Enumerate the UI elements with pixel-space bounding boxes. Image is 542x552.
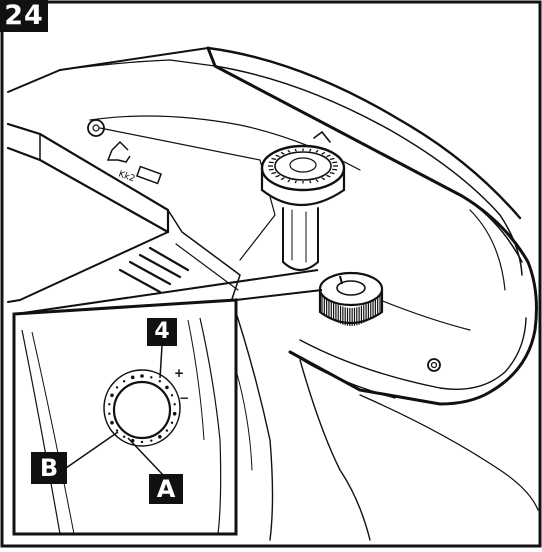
dial-tick [321, 151, 326, 155]
figure-number: 24 [0, 0, 48, 32]
recycle-icon [106, 140, 163, 185]
knob-knurling [321, 294, 381, 326]
dial-dot [150, 376, 153, 379]
dial-dot [122, 435, 126, 438]
dial-dot [140, 440, 144, 444]
dial-tick [294, 180, 297, 184]
plus-mark: + [174, 366, 184, 380]
dial-dot [172, 411, 177, 416]
dial-markings [108, 374, 177, 444]
leader-4 [159, 345, 163, 379]
dial-tick [275, 154, 280, 158]
leader-b [65, 431, 119, 469]
dial-tick [315, 149, 319, 153]
dial-tick [329, 157, 335, 161]
dial-dot [140, 374, 144, 378]
dial-dot [115, 429, 119, 432]
dial-dot [130, 375, 135, 380]
dial-tick [287, 149, 291, 153]
dial-tick [332, 161, 338, 164]
dial-dot [158, 434, 162, 439]
callout-leader [15, 269, 343, 315]
dial-dot [110, 420, 114, 425]
dial-tick [287, 179, 291, 183]
dial-dot [173, 403, 176, 406]
dial-dot [108, 412, 111, 415]
dial-tick [271, 171, 277, 175]
dial-tick [326, 174, 331, 178]
upper-dial [260, 130, 346, 271]
callout-a: A [149, 474, 183, 504]
dial-tick [280, 151, 285, 155]
dial-tick [271, 157, 277, 161]
dial-tick [309, 148, 312, 152]
dial-tick [268, 161, 274, 164]
upper-dial-ticks [268, 148, 338, 184]
callout-b: B [31, 452, 67, 484]
dial-tick [332, 168, 338, 171]
callout-4: 4 [147, 318, 177, 346]
dial-tick [294, 148, 297, 152]
dial-tick [326, 154, 331, 158]
dial-tick [275, 174, 280, 178]
dial-dot [165, 429, 169, 432]
dial-dot [170, 421, 174, 424]
dial-dot [110, 393, 114, 398]
dial-dot [150, 439, 153, 442]
dial-tick [321, 177, 326, 181]
dial-dot [108, 403, 111, 406]
dial-dot [170, 394, 174, 397]
dial-tick [280, 177, 285, 181]
dial-dot [122, 380, 126, 383]
dial-tick [329, 171, 335, 175]
detail-inset: + − [12, 298, 238, 536]
dial-dot [165, 385, 169, 390]
dial-tick [309, 180, 312, 184]
dial-tick [268, 168, 274, 171]
dial-dot [158, 380, 162, 383]
minus-mark: − [179, 391, 189, 405]
leader-a [127, 437, 165, 477]
dial-tick [315, 179, 319, 183]
dial-dot [115, 386, 119, 389]
